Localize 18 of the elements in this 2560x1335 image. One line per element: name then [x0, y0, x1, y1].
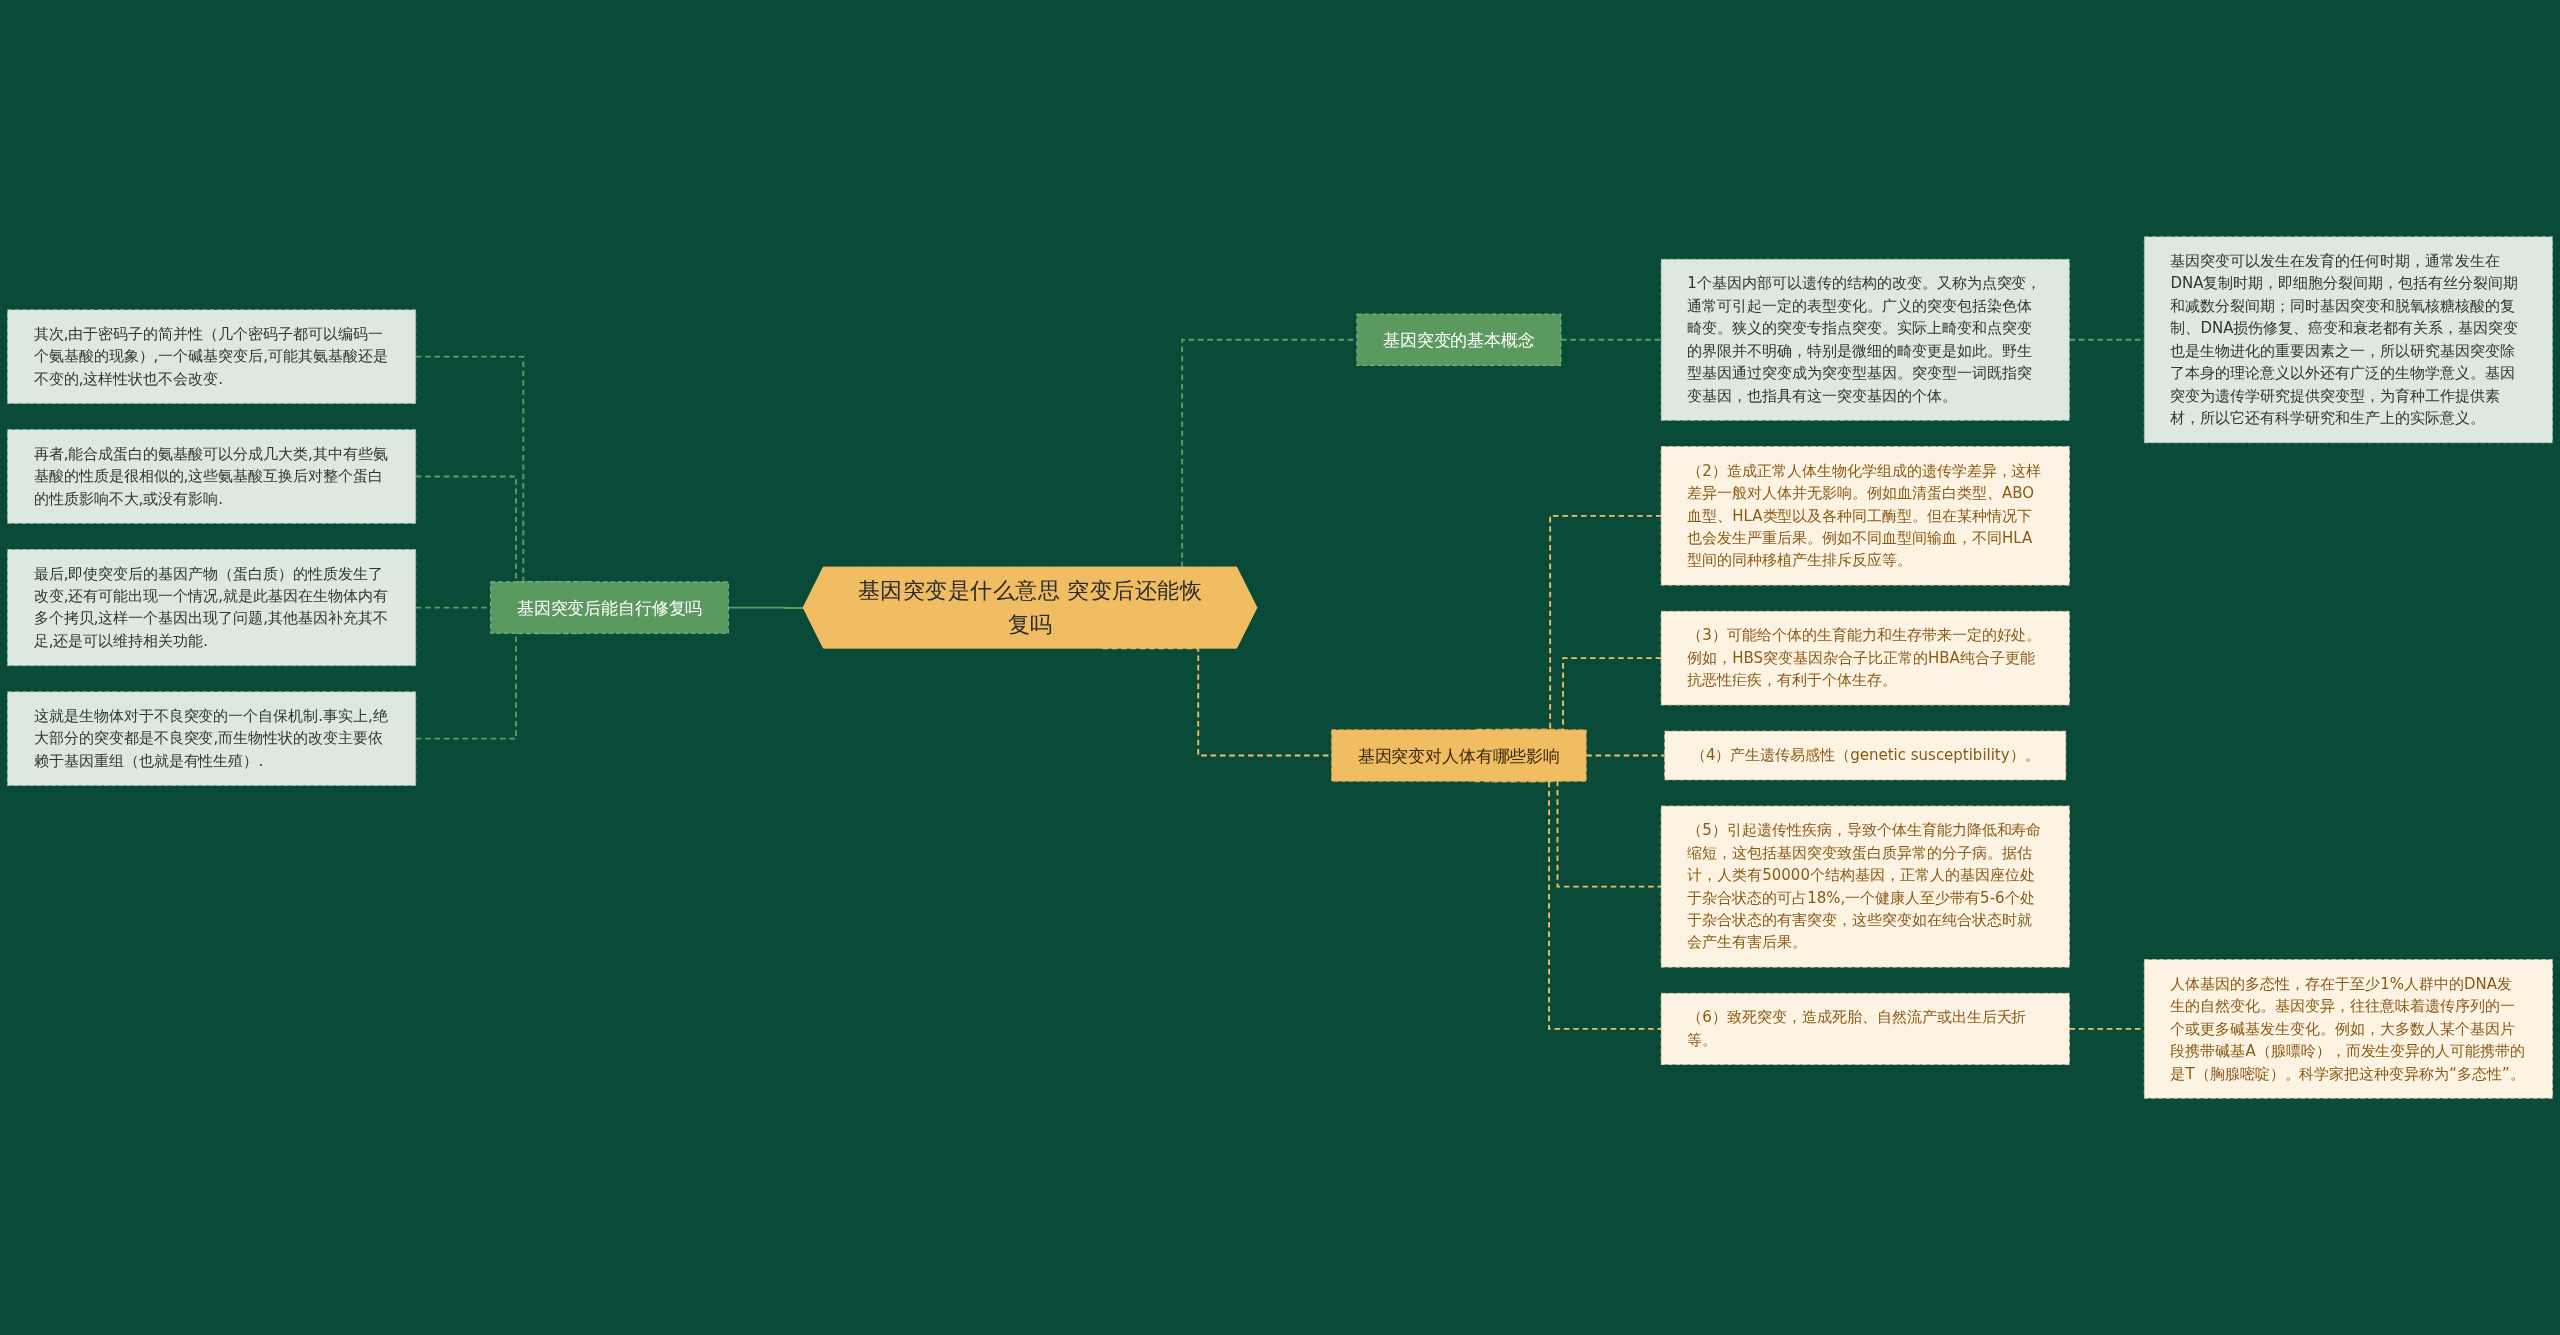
node-box: （6）致死突变，造成死胎、自然流产或出生后夭折等。 [1660, 992, 2070, 1065]
connector [727, 606, 805, 609]
node-box: （3）可能给个体的生育能力和生存带来一定的好处。例如，HBS突变基因杂合子比正常的HBA纯合子更能抗恶性疟疾，有利于个体生存。 [1660, 610, 2070, 706]
node-box: 基因突变可以发生在发育的任何时期，通常发生在DNA复制时期，即细胞分裂间期，包括有丝分裂间期和减数分裂间期；同时基因突变和脱氧核糖核酸的复制、DNA损伤修复、癌变和衰老都有关系，基因突变也是生物进化的重要因素之一，所以研究基因突变除了本身的理论意义以外还有广泛的生物学意义。基因突变为遗传学研究提供突变型，为育种工作提供素材，所以它还有科学研究和生产上的实际意义。 [2143, 236, 2553, 444]
node-box: 基因突变对人体有哪些影响 [1331, 729, 1587, 782]
node-box: 再者,能合成蛋白的氨基酸可以分成几大类,其中有些氨基酸的性质是很相似的,这些氨基酸互换后对整个蛋白的性质影响不大,或没有影响. [7, 429, 417, 524]
node-box: 这就是生物体对于不良突变的一个自保机制.事实上,绝大部分的突变都是不良突变,而生物性状的改变主要依赖于基因重组（也就是有性生殖）. [7, 691, 417, 786]
connector [1585, 754, 1666, 757]
node-box: 其次,由于密码子的简并性（几个密码子都可以编码一个氨基酸的现象）,一个碱基突变后,可能其氨基酸还是不变的,这样性状也不会改变. [7, 309, 417, 404]
node-box: 基因突变后能自行修复吗 [490, 581, 729, 634]
node-box: 人体基因的多态性，存在于至少1%人群中的DNA发生的自然变化。基因变异，往往意味着遗传序列的一个或更多碱基发生变化。例如，大多数人某个基因片段携带碱基A（腺嘌呤），而发生变异的人可能携带的是T（胸腺嘧啶）。科学家把这种变异称为“多态性”。 [2143, 959, 2553, 1099]
node-box: （2）造成正常人体生物化学组成的遗传学差异，这样差异一般对人体并无影响。例如血清蛋白类型、ABO血型、HLA类型以及各种同工酶型。但在某种情况下也会发生严重后果。例如不同血型间输血，不同HLA型间的同种移植产生排斥反应等。 [1660, 446, 2070, 586]
node-box: 1个基因内部可以遗传的结构的改变。又称为点突变，通常可引起一定的表型变化。广义的突变包括染色体畸变。狭义的突变专指点突变。实际上畸变和点突变的界限并不明确，特别是微细的畸变更是如此。野生型基因通过突变成为突变型基因。突变型一词既指突变基因，也指具有这一突变基因的个体。 [1660, 258, 2070, 421]
node-box: （5）引起遗传性疾病，导致个体生育能力降低和寿命缩短，这包括基因突变致蛋白质异常的分子病。据估计，人类有50000个结构基因，正常人的基因座位处于杂合状态的可占18%,一个健康人至少带有5-6个处于杂合状态的有害突变，这些突变如在纯合状态时就会产生有害后果。 [1660, 805, 2070, 968]
node-box: （4）产生遗传易感性（genetic susceptibility）。 [1664, 730, 2067, 781]
connector [1560, 338, 1663, 341]
node-box: 最后,即使突变后的基因产物（蛋白质）的性质发生了改变,还有可能出现一个情况,就是此基因在生物体内有多个拷贝,这样一个基因出现了问题,其他基因补充其不足,还是可以维持相关功能. [7, 549, 417, 667]
node-box: 基因突变的基本概念 [1356, 313, 1562, 366]
